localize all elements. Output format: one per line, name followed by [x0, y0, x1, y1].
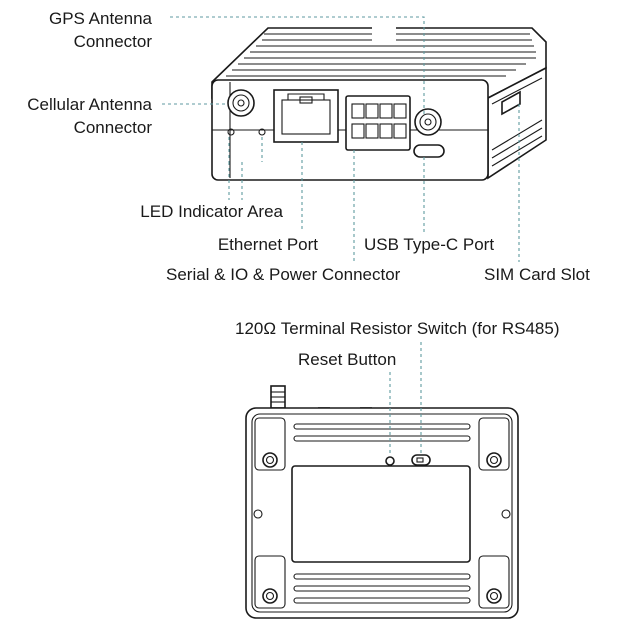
label-cellular-line2: Connector — [74, 118, 153, 137]
label-ethernet: Ethernet Port — [218, 235, 318, 254]
side-fins — [491, 77, 543, 167]
bottom-antenna-connector — [270, 385, 286, 409]
reset-button — [385, 456, 395, 466]
usb-type-c-port — [413, 144, 445, 158]
terminal-resistor-switch — [411, 454, 431, 466]
label-terminal: 120Ω Terminal Resistor Switch (for RS485… — [235, 319, 560, 338]
callout-labels: GPS Antenna Connector Cellular Antenna C… — [27, 9, 590, 369]
heat-sink-fins — [226, 27, 536, 77]
label-gps-line2: Connector — [74, 32, 153, 51]
screw-hole — [501, 509, 511, 519]
gps-antenna-connector — [414, 108, 442, 136]
corner-foot — [254, 417, 286, 471]
sim-card-slot — [501, 90, 521, 116]
leader-led — [228, 137, 263, 200]
label-gps-line1: GPS Antenna — [49, 9, 153, 28]
serial-io-power-connector — [345, 95, 411, 151]
screw-hole — [253, 509, 263, 519]
label-cellular-line1: Cellular Antenna — [27, 95, 152, 114]
led-indicator — [258, 128, 266, 136]
leader-lines — [162, 16, 520, 456]
label-reset: Reset Button — [298, 350, 396, 369]
ethernet-port — [273, 89, 339, 143]
leader-gps — [170, 16, 425, 116]
corner-foot — [254, 555, 286, 609]
label-panel — [291, 465, 471, 563]
label-led: LED Indicator Area — [140, 202, 283, 221]
cellular-antenna-connector — [227, 89, 255, 117]
vent-slots-top — [293, 423, 471, 442]
corner-foot — [478, 555, 510, 609]
label-usb: USB Type-C Port — [364, 235, 494, 254]
device-bottom-view — [245, 385, 519, 619]
vent-slots-bottom — [293, 573, 471, 604]
label-serial: Serial & IO & Power Connector — [166, 265, 401, 284]
corner-foot — [478, 417, 510, 471]
label-sim: SIM Card Slot — [484, 265, 590, 284]
led-indicator — [227, 128, 235, 136]
device-top-view — [211, 27, 547, 181]
